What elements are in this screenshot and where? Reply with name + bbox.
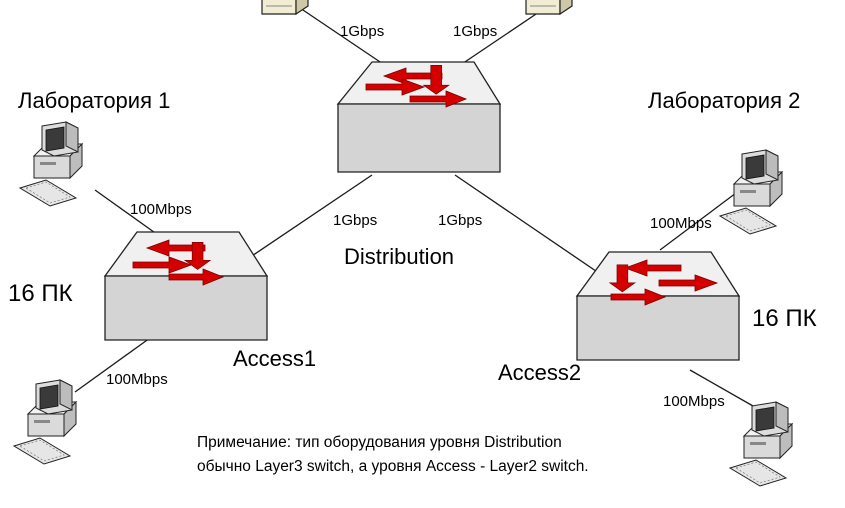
server-right-icon[interactable] <box>525 0 573 16</box>
access1-switch-icon[interactable] <box>103 231 269 341</box>
server-left-icon[interactable] <box>261 0 309 16</box>
link-dist-access2 <box>454 174 613 283</box>
link-label-lab2-pc-bottom: 100Mbps <box>663 393 725 410</box>
link-lab2-pc-top <box>659 189 741 251</box>
link-lab1-pc-bottom <box>74 337 151 393</box>
note-line-1: Примечание: тип оборудования уровня Dist… <box>197 434 562 451</box>
pc-count-left: 16 ПК <box>8 280 73 307</box>
access2-label: Access2 <box>498 360 581 385</box>
lab2-label: Лаборатория 2 <box>648 88 800 113</box>
lab1-label: Лаборатория 1 <box>18 88 170 113</box>
link-label-dist-access2: 1Gbps <box>438 212 482 229</box>
access2-switch-icon[interactable] <box>575 251 741 361</box>
link-label-lab1-pc-bottom: 100Mbps <box>106 371 168 388</box>
link-dist-access1 <box>242 174 373 263</box>
links-layer <box>74 7 761 411</box>
lab1-pc-top-icon[interactable] <box>19 121 83 207</box>
note-line-2: обычно Layer3 switch, а уровня Access - … <box>197 458 589 475</box>
link-label-server-right: 1Gbps <box>453 23 497 40</box>
link-label-dist-access1: 1Gbps <box>333 212 377 229</box>
link-label-lab2-pc-top: 100Mbps <box>650 215 712 232</box>
link-lab2-pc-bottom <box>689 369 761 411</box>
link-label-lab1-pc-top: 100Mbps <box>130 201 192 218</box>
access1-label: Access1 <box>233 346 316 371</box>
distribution-label: Distribution <box>344 244 454 269</box>
link-server-right <box>449 7 546 73</box>
lab1-pc-bottom-icon[interactable] <box>13 379 77 465</box>
link-label-server-left: 1Gbps <box>340 23 384 40</box>
pc-count-right: 16 ПК <box>752 305 817 332</box>
lab2-pc-bottom-icon[interactable] <box>729 401 793 487</box>
link-server-left <box>299 7 396 73</box>
distribution-switch-icon[interactable] <box>336 61 502 173</box>
lab2-pc-top-icon[interactable] <box>719 149 783 235</box>
